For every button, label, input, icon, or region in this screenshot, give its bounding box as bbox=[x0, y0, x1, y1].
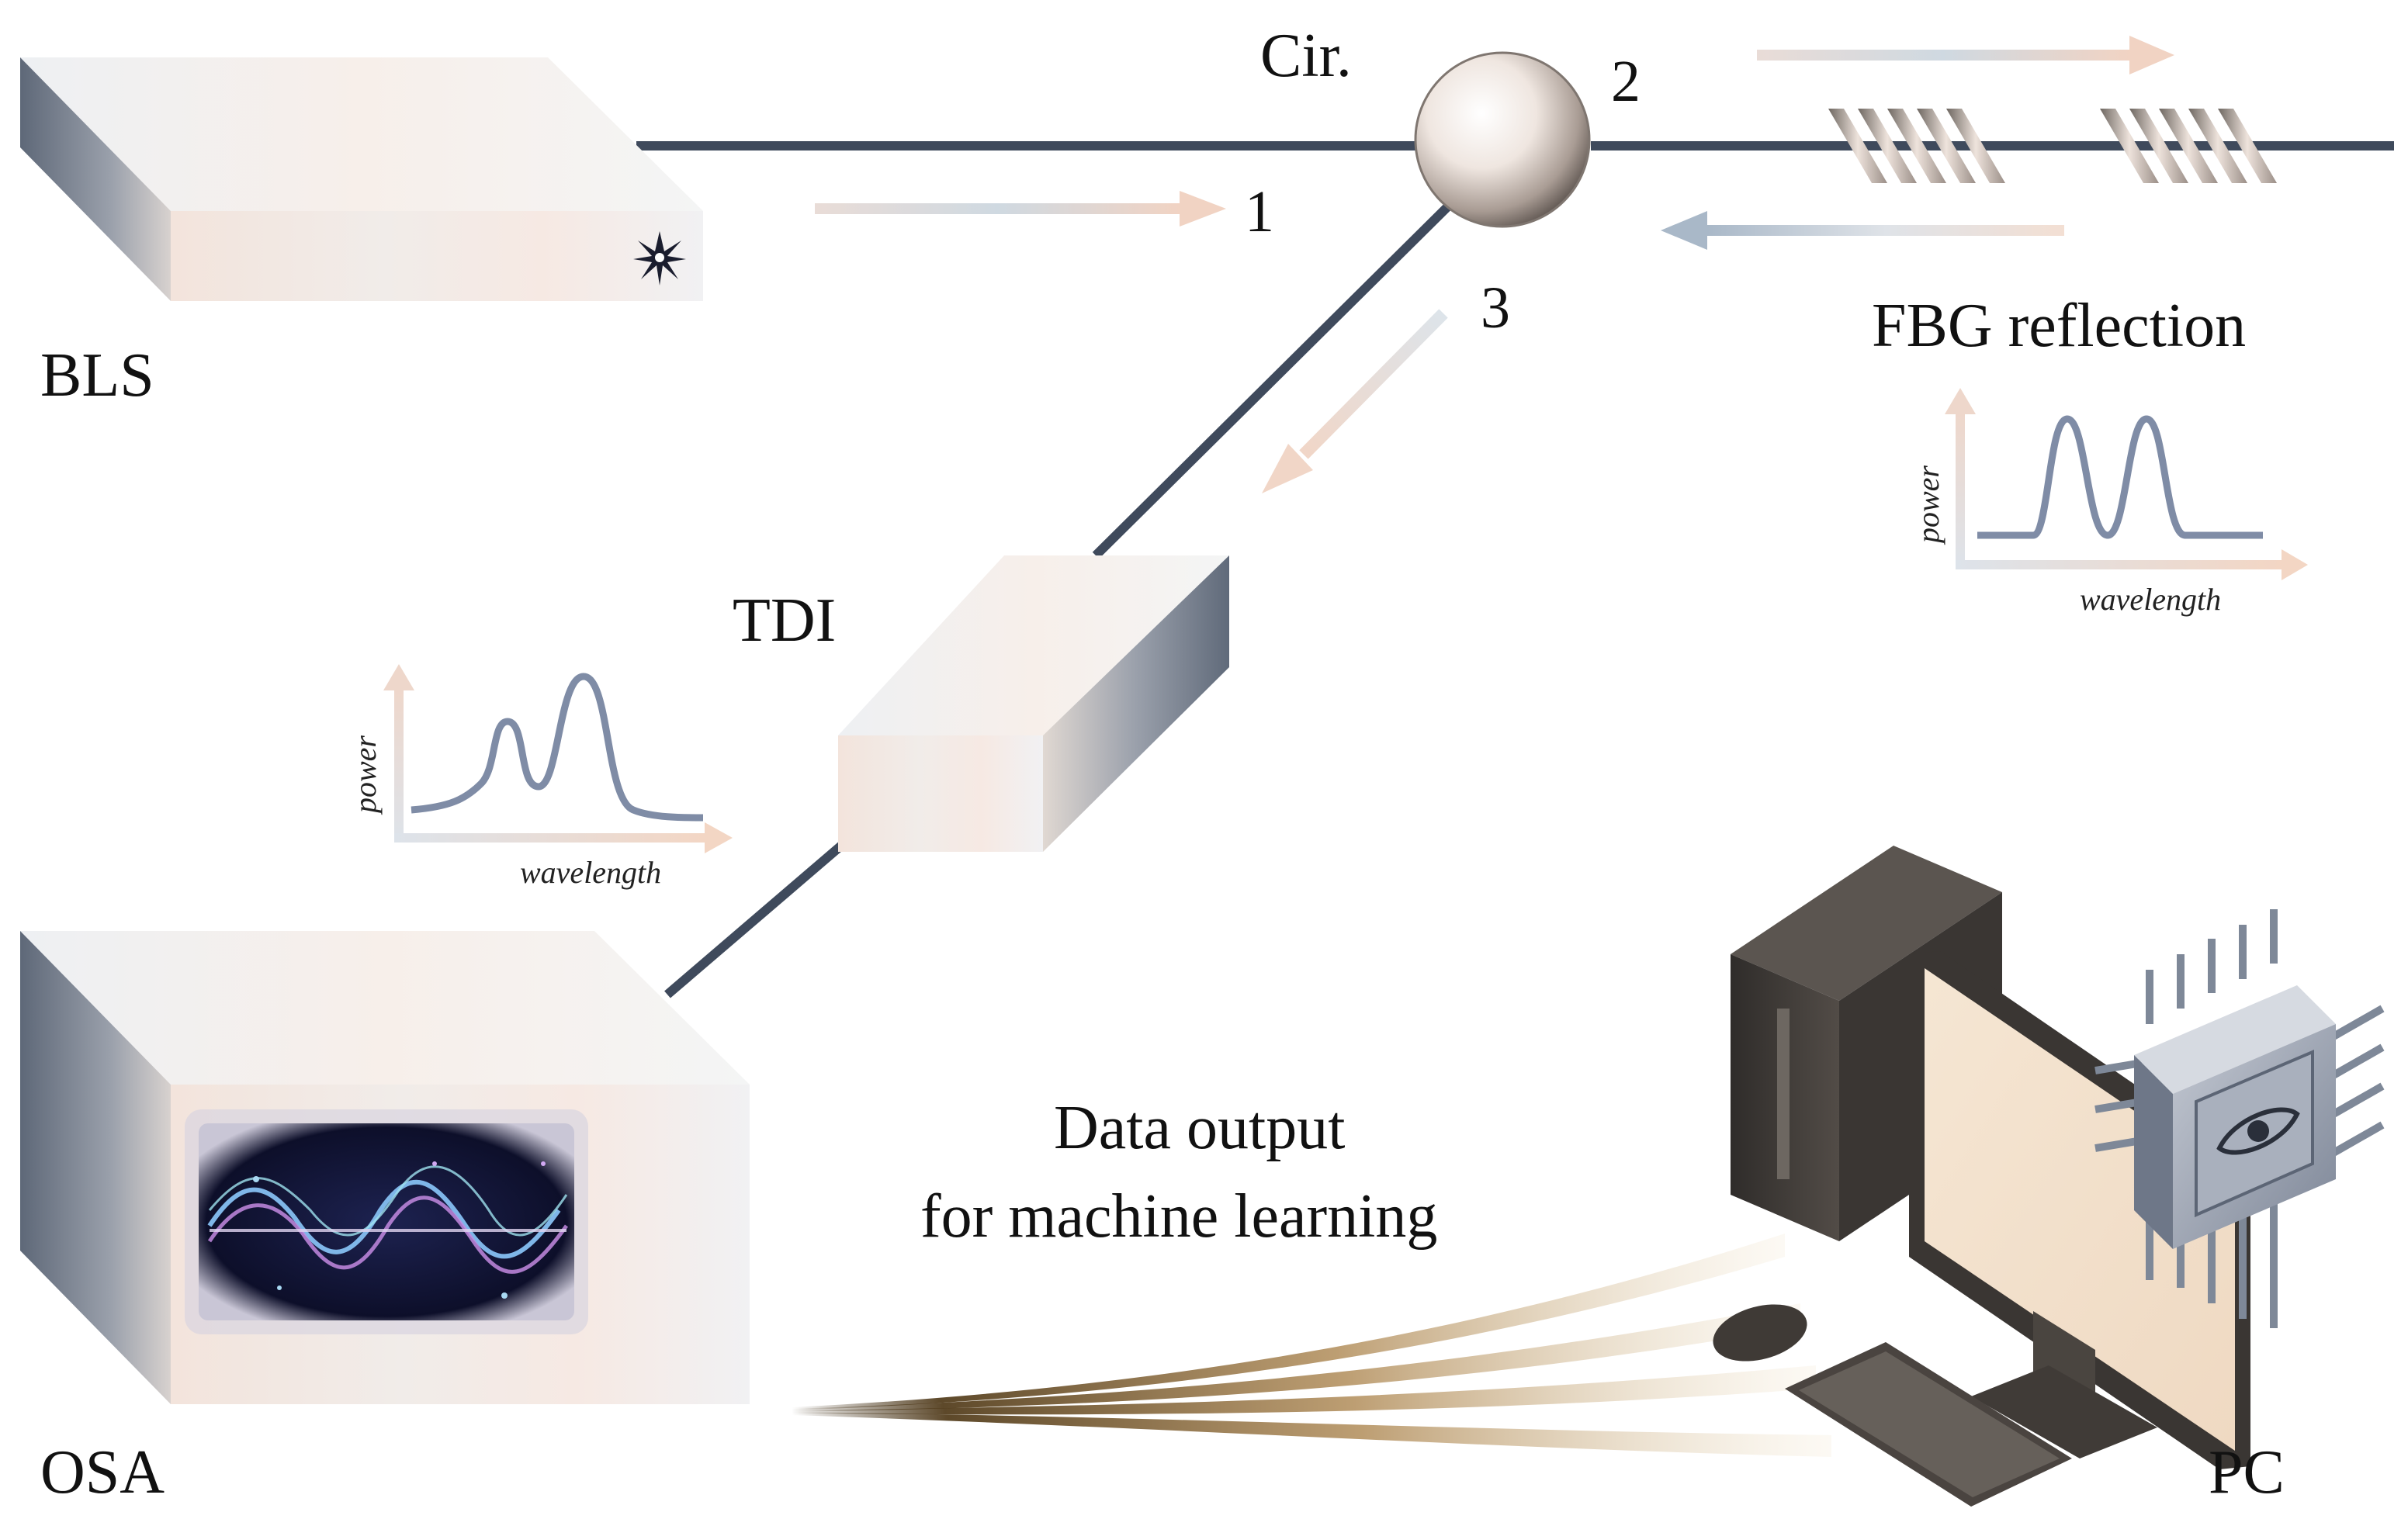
osa-label: OSA bbox=[40, 1438, 165, 1507]
arrow-fbg-reflection bbox=[1661, 211, 2064, 250]
fbg-inset-xlabel: wavelength bbox=[2080, 582, 2221, 617]
eye-icon bbox=[2216, 1107, 2300, 1155]
waveform-icon bbox=[207, 1161, 569, 1299]
osa-box bbox=[20, 931, 750, 1404]
fbg-spectrum-inset: power wavelength bbox=[1911, 388, 2308, 617]
circulator-sphere bbox=[1414, 51, 1591, 228]
fbg-reflection-label: FBG reflection bbox=[1872, 292, 2246, 360]
star-burst-icon bbox=[633, 231, 686, 285]
monitor-stand-base bbox=[1971, 1365, 2157, 1458]
monitor-screen bbox=[1925, 968, 2235, 1451]
monitor bbox=[1909, 951, 2250, 1469]
tdi-label: TDI bbox=[733, 586, 836, 655]
keyboard bbox=[1785, 1342, 2072, 1507]
fbg-grating-1 bbox=[1828, 109, 2005, 183]
mouse bbox=[1713, 1304, 1807, 1362]
pc-illustration bbox=[1713, 846, 2385, 1507]
bls-box-front bbox=[171, 211, 703, 301]
tdi-box-front bbox=[838, 735, 1043, 852]
osa-box-left-face bbox=[20, 931, 171, 1404]
tdi-spectrum-inset: power wavelength bbox=[348, 664, 733, 890]
port-1-label: 1 bbox=[1245, 179, 1274, 244]
tdi-spectrum-curve bbox=[411, 673, 704, 822]
tdi-box-right-face bbox=[1043, 555, 1229, 852]
tdi-inset-xlabel: wavelength bbox=[520, 855, 661, 890]
bls-box-top bbox=[20, 57, 703, 211]
port-2-label: 2 bbox=[1611, 49, 1641, 114]
data-output-label-line1: Data output bbox=[1054, 1094, 1345, 1162]
arrow-port3-to-tdi bbox=[1262, 309, 1448, 493]
fbg-spectrum-curve bbox=[1977, 415, 2263, 539]
processor-chip-icon bbox=[2094, 909, 2385, 1328]
pc-label: PC bbox=[2209, 1438, 2285, 1507]
tdi-inset-ylabel: power bbox=[348, 735, 383, 815]
bls-box-left-face bbox=[20, 57, 171, 301]
osa-screen bbox=[185, 1109, 588, 1334]
fbg-inset-ylabel: power bbox=[1911, 465, 1945, 545]
bls-label: BLS bbox=[40, 341, 154, 410]
data-output-stream bbox=[792, 1234, 1831, 1457]
fiber-circulator-to-tdi bbox=[1092, 198, 1457, 559]
tdi-box bbox=[838, 555, 1229, 852]
osa-box-top bbox=[20, 931, 750, 1085]
arrow-fbg-forward bbox=[1757, 36, 2174, 74]
circulator-label: Cir. bbox=[1260, 22, 1352, 90]
tdi-box-top bbox=[838, 555, 1229, 735]
arrow-forward-port1 bbox=[815, 191, 1226, 227]
fiber-lines bbox=[636, 141, 2394, 998]
port-3-label: 3 bbox=[1481, 275, 1510, 341]
data-output-label-line2: for machine learning bbox=[920, 1182, 1437, 1251]
fbg-grating-2 bbox=[2100, 109, 2277, 183]
bls-box bbox=[20, 57, 703, 301]
